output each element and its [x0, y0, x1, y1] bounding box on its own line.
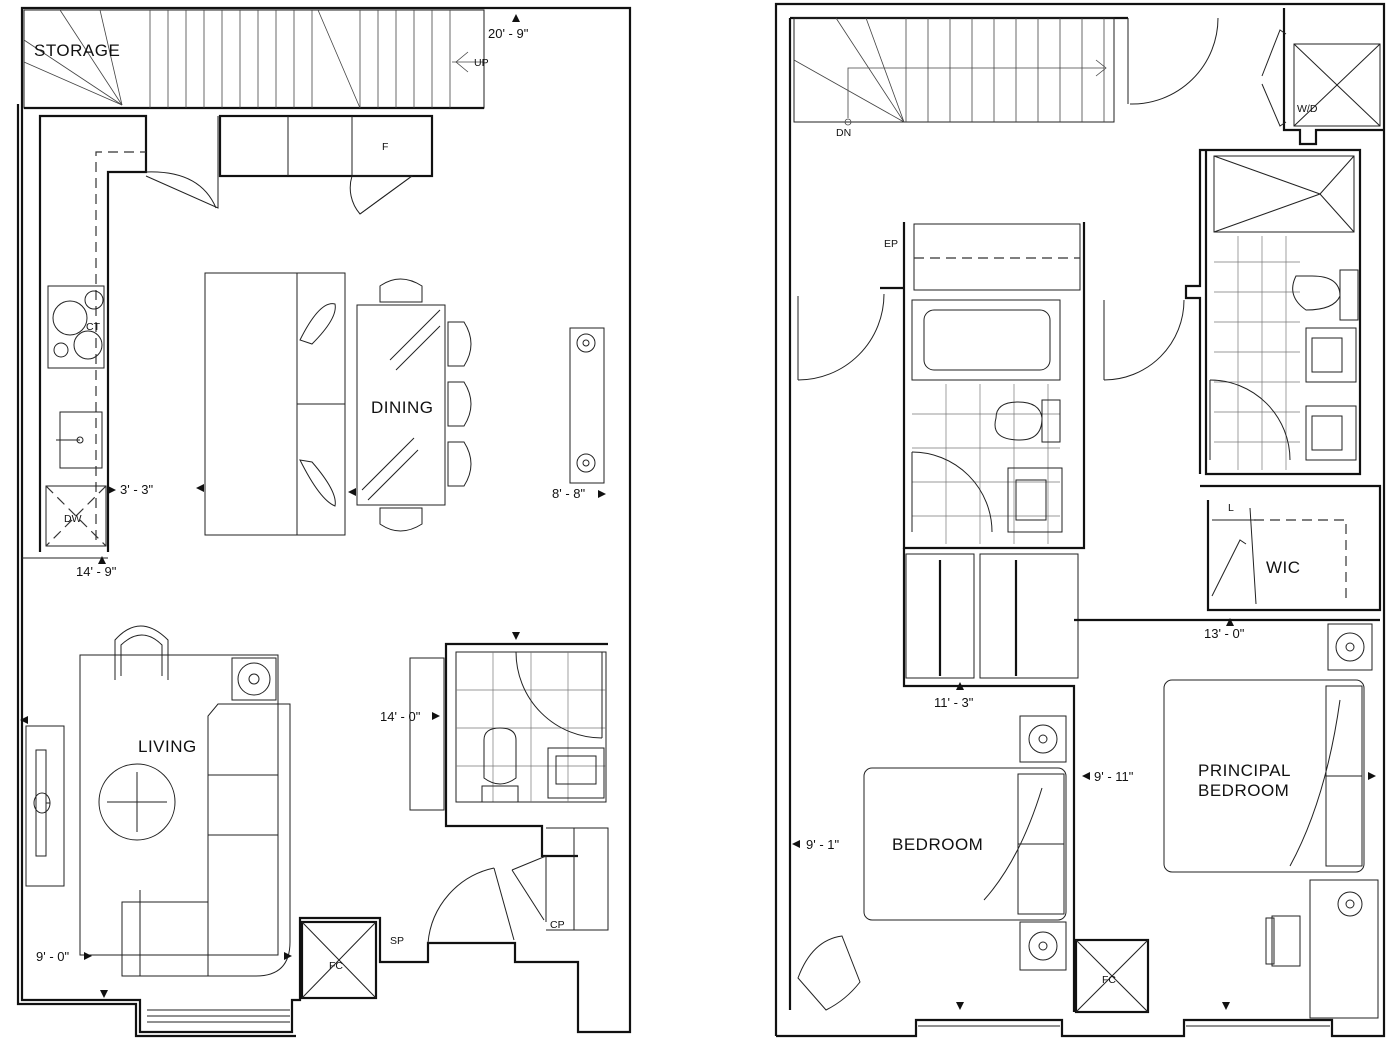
lower-inner-wall [16, 104, 296, 1038]
cooktop [47, 285, 105, 369]
ensuite-vanity-2 [1305, 405, 1357, 461]
room-label-dining: DINING [371, 398, 434, 417]
tag-linen: L [1228, 502, 1234, 514]
bath-tile [912, 384, 1060, 544]
bath-vanity [1007, 467, 1063, 533]
tag-cooktop: CT [86, 321, 101, 333]
wic-wall [1200, 484, 1382, 612]
upper-level [774, 2, 1386, 1038]
fan-coil-lower [300, 920, 378, 1000]
lower-exterior-wall [20, 6, 632, 1034]
fan-coil-upper [1074, 938, 1150, 1014]
powder-toilet [483, 727, 517, 785]
tag-closet-panel: CP [550, 919, 565, 931]
powder-vanity [547, 747, 605, 799]
powder-tile [456, 652, 606, 802]
dim-hall-width: 9' - 11" [1094, 769, 1134, 784]
dim-kitchen-length: 14' - 9" [76, 564, 117, 579]
lounge-chair [114, 625, 169, 680]
dim-bedroom-width: 9' - 1" [806, 837, 839, 852]
room-label-principal-2: BEDROOM [1198, 781, 1289, 800]
room-label-bedroom: BEDROOM [892, 835, 983, 854]
desk [1309, 879, 1379, 1019]
tag-up: UP [474, 57, 489, 69]
bedroom-bed [863, 767, 1067, 921]
ensuite-vanity-1 [1305, 327, 1357, 383]
bedroom-chair [797, 935, 861, 1011]
tag-fan-coil-upper: FC [1102, 974, 1116, 986]
ensuite-toilet [1292, 275, 1341, 311]
room-label-principal-1: PRINCIPAL [1198, 761, 1291, 780]
lower-level [16, 6, 632, 1038]
tag-fridge: F [382, 141, 388, 153]
tv-unit [25, 725, 65, 887]
bathtub [911, 299, 1061, 381]
dim-dining-width: 8' - 8" [552, 486, 585, 501]
living-rug [79, 654, 279, 956]
room-label-storage: STORAGE [34, 41, 120, 60]
tag-electrical-panel: EP [884, 238, 898, 250]
lower-stair [23, 9, 484, 109]
dim-living-width: 9' - 0" [36, 949, 69, 964]
console [569, 327, 605, 484]
dim-kitchen-aisle: 3' - 3" [120, 482, 153, 497]
powder-room-wall [444, 642, 608, 858]
laundry-wall [1282, 8, 1384, 146]
kitchen-counter [38, 114, 148, 552]
dining-table [356, 304, 446, 506]
tag-sprinkler: SP [390, 935, 404, 947]
side-table [231, 657, 277, 701]
ensuite-tile [1214, 236, 1300, 470]
shower [1213, 155, 1355, 233]
dim-powder-room: 14' - 0" [380, 709, 421, 724]
coffee-table [98, 763, 176, 841]
room-label-wic: WIC [1266, 558, 1301, 577]
dim-upper-hall: 11' - 3" [934, 695, 974, 710]
desk-chair [1271, 915, 1301, 967]
upper-stair [793, 17, 1115, 126]
dim-storage-width: 20' - 9" [488, 26, 529, 41]
sectional-sofa [121, 703, 291, 977]
bath-toilet [994, 401, 1043, 441]
tag-washer-dryer: W/D [1297, 103, 1318, 115]
tag-down: DN [836, 127, 851, 139]
dim-wic-depth: 13' - 0" [1204, 626, 1245, 641]
dimension-arrows [20, 14, 1376, 1010]
tag-fan-coil-lower: FC [329, 960, 343, 972]
tag-dishwasher: DW [64, 513, 82, 525]
upper-exterior-wall [774, 2, 1386, 1038]
room-label-living: LIVING [138, 737, 197, 756]
dishwasher [45, 485, 107, 547]
principal-bed [1163, 679, 1365, 873]
